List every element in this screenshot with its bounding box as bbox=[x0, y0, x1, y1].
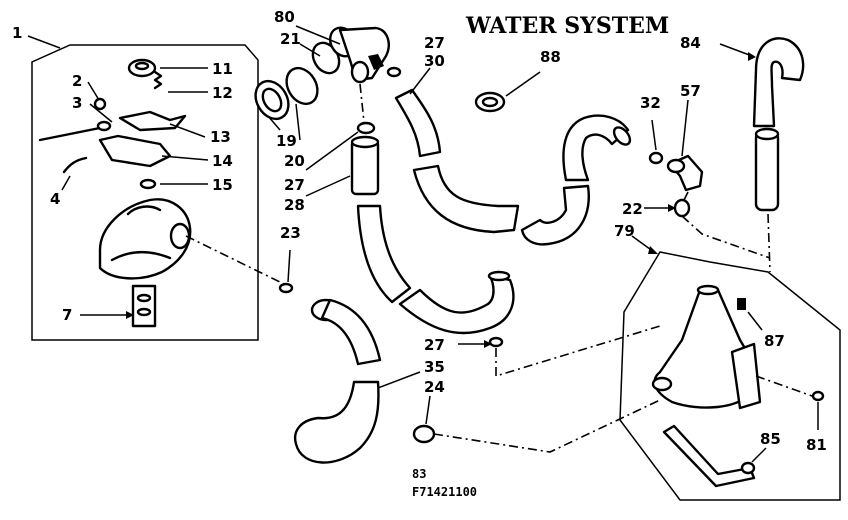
hose-part-30 bbox=[394, 88, 442, 158]
clamp-part-23 bbox=[278, 282, 294, 294]
wire-part bbox=[62, 156, 88, 174]
diagram-code: F71421100 bbox=[412, 485, 477, 499]
callout-11: 11 bbox=[212, 60, 233, 78]
callout-87: 87 bbox=[764, 332, 785, 350]
callout-12: 12 bbox=[212, 84, 233, 102]
callout-27-mid: 27 bbox=[284, 176, 305, 194]
callout-23: 23 bbox=[280, 224, 301, 242]
clamp-part-24 bbox=[412, 424, 436, 444]
callout-80: 80 bbox=[274, 8, 295, 26]
diagram-title: WATER SYSTEM bbox=[465, 13, 669, 39]
clamp-part-22 bbox=[673, 198, 691, 218]
hose-part-57 bbox=[562, 114, 630, 182]
cam-plate-part bbox=[98, 134, 172, 168]
hose-part-85 bbox=[662, 424, 756, 488]
screw-part-81 bbox=[811, 390, 825, 402]
callout-84: 84 bbox=[680, 34, 701, 52]
clamp-part-27c bbox=[488, 336, 504, 348]
spring-part bbox=[153, 70, 163, 90]
callout-88: 88 bbox=[540, 48, 561, 66]
callout-2: 2 bbox=[72, 72, 82, 90]
callout-28: 28 bbox=[284, 196, 305, 214]
callout-35: 35 bbox=[424, 358, 445, 376]
hose-route-line-2 bbox=[433, 399, 661, 453]
callout-22: 22 bbox=[622, 200, 643, 218]
callout-85: 85 bbox=[760, 430, 781, 448]
screw-part-3 bbox=[38, 126, 102, 142]
callout-57: 57 bbox=[680, 82, 701, 100]
hose-route-line-1 bbox=[495, 325, 661, 378]
drain-hose-part bbox=[356, 204, 412, 304]
callout-15: 15 bbox=[212, 176, 233, 194]
actuator-part bbox=[118, 110, 187, 132]
tub-assembly-outline bbox=[619, 251, 841, 501]
callout-14: 14 bbox=[212, 152, 233, 170]
pump-assembly-outline bbox=[31, 44, 259, 341]
washer-part bbox=[139, 178, 157, 190]
tub-assembly-group bbox=[619, 235, 841, 501]
callout-27-top: 27 bbox=[424, 34, 445, 52]
hose-57-group bbox=[520, 99, 771, 259]
hose-35-group bbox=[293, 298, 421, 464]
callout-20: 20 bbox=[284, 152, 305, 170]
callout-79: 79 bbox=[614, 222, 635, 240]
clamp-88-group bbox=[474, 71, 541, 113]
drain-hose-group bbox=[356, 204, 515, 335]
clamp-part-27a bbox=[386, 66, 402, 78]
hose-84-group bbox=[719, 37, 805, 273]
clamp-part-32 bbox=[648, 151, 664, 165]
callout-19: 19 bbox=[276, 132, 297, 150]
callout-24: 24 bbox=[424, 378, 445, 396]
hose-30-group bbox=[386, 66, 520, 234]
hose-part-35 bbox=[320, 298, 382, 366]
pump-assembly-group bbox=[27, 35, 259, 341]
callout-3: 3 bbox=[72, 94, 82, 112]
clamp-part-27 bbox=[356, 121, 376, 135]
pump-to-hose-line bbox=[185, 235, 285, 285]
ring-part-20 bbox=[285, 66, 319, 106]
pump-body-part bbox=[98, 198, 192, 280]
callout-13: 13 bbox=[210, 128, 231, 146]
hose-part-84 bbox=[752, 37, 805, 128]
callout-27-low: 27 bbox=[424, 336, 445, 354]
callout-21: 21 bbox=[280, 30, 301, 48]
page-number: 83 bbox=[412, 467, 426, 481]
hose-route-line-3 bbox=[681, 215, 771, 259]
bolt-part-87 bbox=[737, 298, 746, 310]
inlet-fittings-group bbox=[254, 25, 390, 141]
callout-7: 7 bbox=[62, 306, 72, 324]
hose-28-group bbox=[305, 121, 380, 197]
callout-30: 30 bbox=[424, 52, 445, 70]
callout-4: 4 bbox=[50, 190, 60, 208]
screw-part-2 bbox=[93, 97, 107, 111]
seal-kit-part bbox=[131, 284, 157, 328]
callout-81: 81 bbox=[806, 436, 827, 454]
callout-labels: 1 2 3 4 7 11 12 13 14 15 80 21 19 20 27 … bbox=[12, 8, 827, 454]
callout-32: 32 bbox=[640, 94, 661, 112]
callout-1: 1 bbox=[12, 24, 22, 42]
